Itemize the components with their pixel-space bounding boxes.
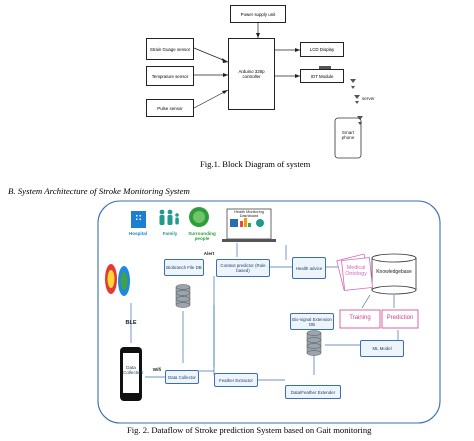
fig2-architecture: Hospital Family Surrounding people Healt… (0, 195, 474, 441)
family-label: Family (162, 231, 178, 236)
iot-module-box: IOT Module (300, 69, 344, 83)
training-label: Training (349, 315, 371, 321)
data-collection-label: Data Collection (123, 365, 144, 375)
surrounding-label: Surrounding people (188, 231, 216, 241)
ml-model-box: ML Model (360, 340, 404, 357)
data-feature-extender-label: Data/Feather Extender (290, 389, 336, 395)
temperature-sensor-label: Temprature sensor (151, 73, 189, 79)
strain-gauge-label: Strain Guage sensor (149, 46, 191, 52)
pulse-sensor-box: Pulse sensor (146, 99, 194, 117)
data-collector-box: Data Collector (165, 370, 199, 384)
power-supply-box: Power supply unit (230, 5, 286, 23)
temperature-sensor-box: Temprature sensor (146, 66, 194, 86)
fig2-caption: Fig. 2. Dataflow of Stroke prediction Sy… (127, 425, 372, 435)
data-feature-extender-box: Data/Feather Extender (285, 385, 341, 399)
context-predictor-box: Context predictor (Rule based) (216, 259, 270, 277)
ble-label: BLE (125, 320, 137, 326)
alert-label: Alert (203, 251, 215, 256)
biometric-db-label: Biobranch File DB (166, 265, 202, 270)
lcd-display-box: LCD Display (300, 42, 344, 57)
arduino-controller-box: Arduino 328p controller (228, 38, 275, 110)
medical-ontology-label: Medical Ontology (345, 265, 367, 277)
context-predictor-label: Context predictor (Rule based) (220, 263, 266, 273)
biometric-db-box: Biobranch File DB (164, 259, 204, 276)
section-heading: B. System Architecture of Stroke Monitor… (8, 186, 190, 196)
fig1-block-diagram: Power supply unit Strain Guage sensor Te… (0, 0, 474, 180)
biosignal-db-box: Bio-signal Extension DB (290, 313, 334, 330)
smart-phone-label: Smart phone (341, 130, 355, 140)
fig1-caption: Fig.1. Block Diagram of system (200, 159, 311, 169)
feature-extractor-box: Feather Extractor (214, 373, 258, 387)
iot-module-label: IOT Module (310, 73, 334, 79)
ml-model-label: ML Model (372, 346, 392, 351)
power-supply-label: Power supply unit (240, 11, 276, 17)
hospital-label: Hospital (128, 231, 148, 236)
wifi-label: Wifi (152, 367, 162, 372)
knowledgebase-label: Knowledgebase (376, 269, 412, 275)
arduino-controller-label: Arduino 328p controller (238, 69, 265, 79)
dashboard-title: Health Monitoring Dashboard (234, 210, 264, 218)
biosignal-db-label: Bio-signal Extension DB (292, 316, 332, 327)
data-collector-label: Data Collector (168, 374, 196, 380)
health-advice-label: Health advice (295, 265, 323, 271)
fig2-graphics (97, 200, 441, 424)
prediction-label: Prediction (386, 315, 414, 321)
feature-extractor-label: Feather Extractor (219, 377, 253, 383)
health-advice-box: Health advice (292, 257, 326, 279)
fig1-connectors (193, 23, 363, 159)
strain-gauge-box: Strain Guage sensor (146, 38, 194, 60)
server-label: server (362, 96, 375, 101)
lcd-display-label: LCD Display (309, 47, 335, 52)
pulse-sensor-label: Pulse sensor (157, 105, 183, 111)
